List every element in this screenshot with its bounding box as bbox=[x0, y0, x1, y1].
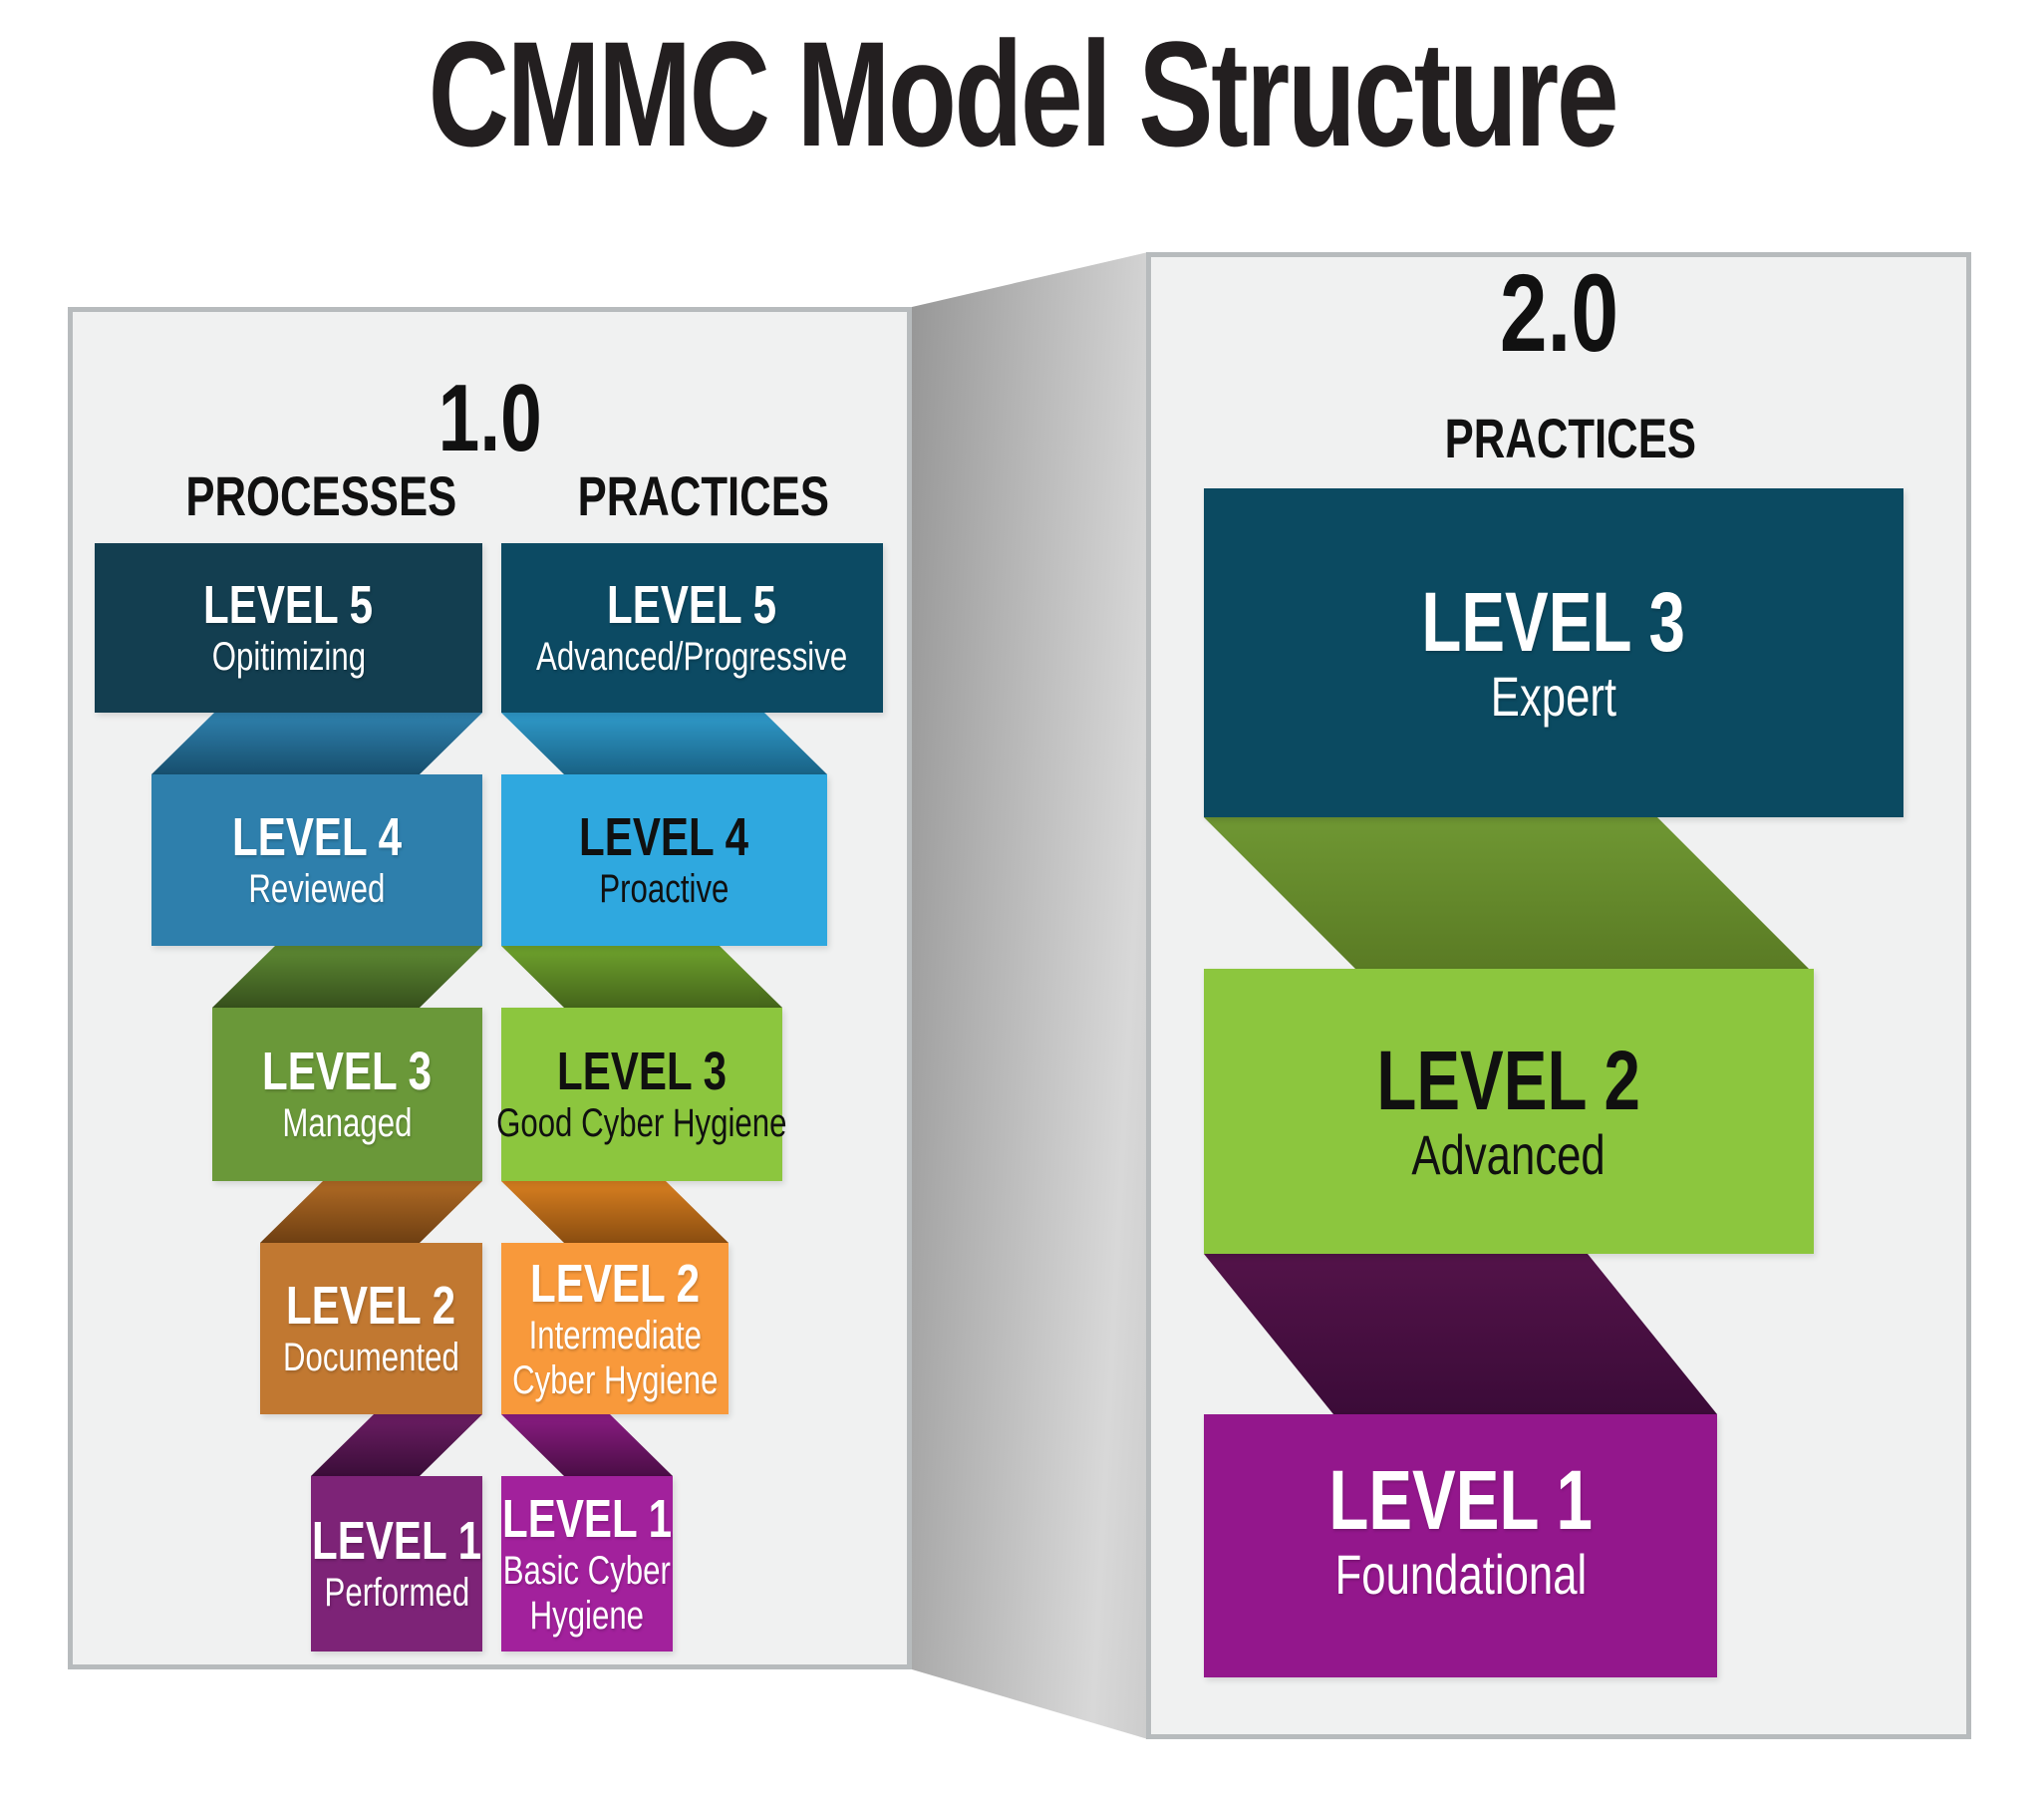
panel-v1-version: 1.0 bbox=[341, 371, 640, 466]
v2-practices-heading-text: PRACTICES bbox=[1444, 407, 1696, 469]
level-label: LEVEL 1 bbox=[311, 1510, 482, 1571]
level-subtitle: Advanced bbox=[1411, 1123, 1606, 1187]
level-subtitle: Reviewed bbox=[248, 867, 386, 912]
v1-practices-level-2-block: LEVEL 2 Intermediate Cyber Hygiene bbox=[501, 1243, 729, 1414]
v1-practices-heading: PRACTICES bbox=[542, 468, 841, 524]
book-spine-fold bbox=[912, 252, 1148, 1739]
panel-v1-background bbox=[68, 307, 912, 1669]
page-title-text: CMMC Model Structure bbox=[428, 10, 1618, 177]
panel-v1-version-text: 1.0 bbox=[438, 365, 543, 471]
level-subtitle: Managed bbox=[282, 1101, 413, 1146]
v2-level-2-block: LEVEL 2 Advanced bbox=[1204, 969, 1814, 1254]
v1-processes-level-4-block: LEVEL 4 Reviewed bbox=[151, 774, 482, 946]
v2-practices-heading: PRACTICES bbox=[1409, 411, 1708, 466]
level-label: LEVEL 4 bbox=[579, 806, 749, 867]
level-label: LEVEL 2 bbox=[529, 1253, 701, 1314]
v1-practices-level-3-block: LEVEL 3 Good Cyber Hygiene bbox=[496, 1008, 787, 1181]
level-label: LEVEL 2 bbox=[1376, 1034, 1641, 1128]
level-label: LEVEL 2 bbox=[286, 1275, 456, 1336]
level-label: LEVEL 1 bbox=[501, 1488, 673, 1549]
page-title: CMMC Model Structure bbox=[0, 18, 2044, 170]
level-label: LEVEL 5 bbox=[607, 574, 777, 635]
ribbon-fold-practices-l5-l4 bbox=[501, 713, 827, 774]
v1-practices-heading-text: PRACTICES bbox=[577, 464, 829, 527]
level-label: LEVEL 4 bbox=[231, 806, 403, 867]
panel-v2-version: 2.0 bbox=[1409, 259, 1708, 369]
v1-practices-level-1-block: LEVEL 1 Basic Cyber Hygiene bbox=[501, 1476, 673, 1652]
level-label: LEVEL 1 bbox=[1328, 1453, 1593, 1548]
v2-level-3-block: LEVEL 3 Expert bbox=[1204, 488, 1903, 817]
panel-v2-version-text: 2.0 bbox=[1499, 252, 1618, 375]
v1-processes-level-1-block: LEVEL 1 Performed bbox=[311, 1476, 482, 1652]
v1-processes-level-5-block: LEVEL 5 Opitimizing bbox=[95, 543, 482, 713]
v1-practices-level-5-block: LEVEL 5 Advanced/Progressive bbox=[501, 543, 883, 713]
level-subtitle: Documented bbox=[283, 1336, 459, 1380]
level-subtitle: Opitimizing bbox=[211, 635, 366, 680]
level-subtitle: Proactive bbox=[599, 867, 730, 912]
v2-level-1-block: LEVEL 1 Foundational bbox=[1204, 1414, 1717, 1677]
level-subtitle: Good Cyber Hygiene bbox=[496, 1101, 787, 1146]
level-label: LEVEL 5 bbox=[203, 574, 374, 635]
level-label: LEVEL 3 bbox=[262, 1041, 433, 1101]
v1-processes-heading-text: PROCESSES bbox=[185, 464, 457, 527]
level-label: LEVEL 3 bbox=[556, 1041, 728, 1101]
level-subtitle: Advanced/Progressive bbox=[536, 635, 848, 680]
level-subtitle: Basic Cyber Hygiene bbox=[502, 1548, 672, 1638]
v1-practices-level-4-block: LEVEL 4 Proactive bbox=[501, 774, 827, 946]
level-subtitle: Intermediate Cyber Hygiene bbox=[511, 1313, 719, 1402]
v1-processes-level-3-block: LEVEL 3 Managed bbox=[212, 1008, 482, 1181]
v1-processes-heading: PROCESSES bbox=[147, 468, 456, 524]
ribbon-fold-processes-l5-l4 bbox=[151, 713, 482, 774]
v1-processes-level-2-block: LEVEL 2 Documented bbox=[260, 1243, 482, 1414]
level-label: LEVEL 3 bbox=[1421, 575, 1686, 670]
level-subtitle: Expert bbox=[1490, 665, 1617, 729]
level-subtitle: Foundational bbox=[1334, 1543, 1587, 1607]
level-subtitle: Performed bbox=[324, 1571, 469, 1616]
